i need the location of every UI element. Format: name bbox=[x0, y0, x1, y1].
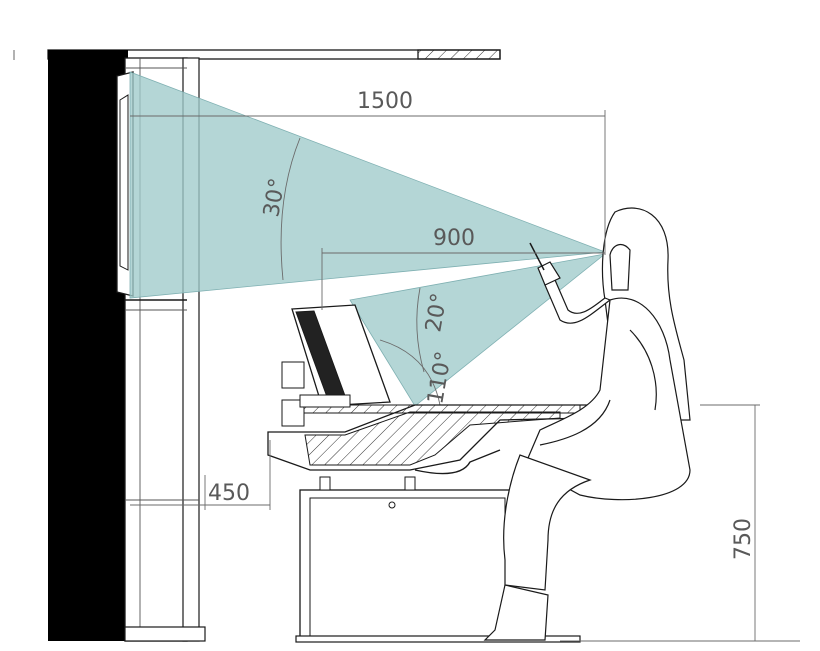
dimension-750: 750 bbox=[560, 404, 800, 642]
control-desk bbox=[267, 404, 591, 643]
wall bbox=[48, 50, 128, 641]
lower-view-cone bbox=[349, 253, 606, 407]
dimension-900-label: 900 bbox=[433, 226, 475, 251]
upper-angle-arc bbox=[280, 137, 301, 281]
dimension-450-label: 450 bbox=[208, 481, 250, 506]
dimension-750-label: 750 bbox=[731, 518, 756, 560]
dimension-1500-label: 1500 bbox=[357, 89, 413, 114]
dimension-450: 450 bbox=[130, 440, 271, 510]
lower-angle-arc bbox=[416, 287, 425, 373]
seated-operator bbox=[483, 207, 691, 641]
desk-monitor bbox=[281, 304, 391, 427]
tilt-angle-arc bbox=[379, 339, 441, 406]
dimension-900: 900 bbox=[321, 226, 605, 310]
upper-view-cone bbox=[129, 71, 606, 299]
dimension-1500: 1500 bbox=[130, 89, 606, 255]
